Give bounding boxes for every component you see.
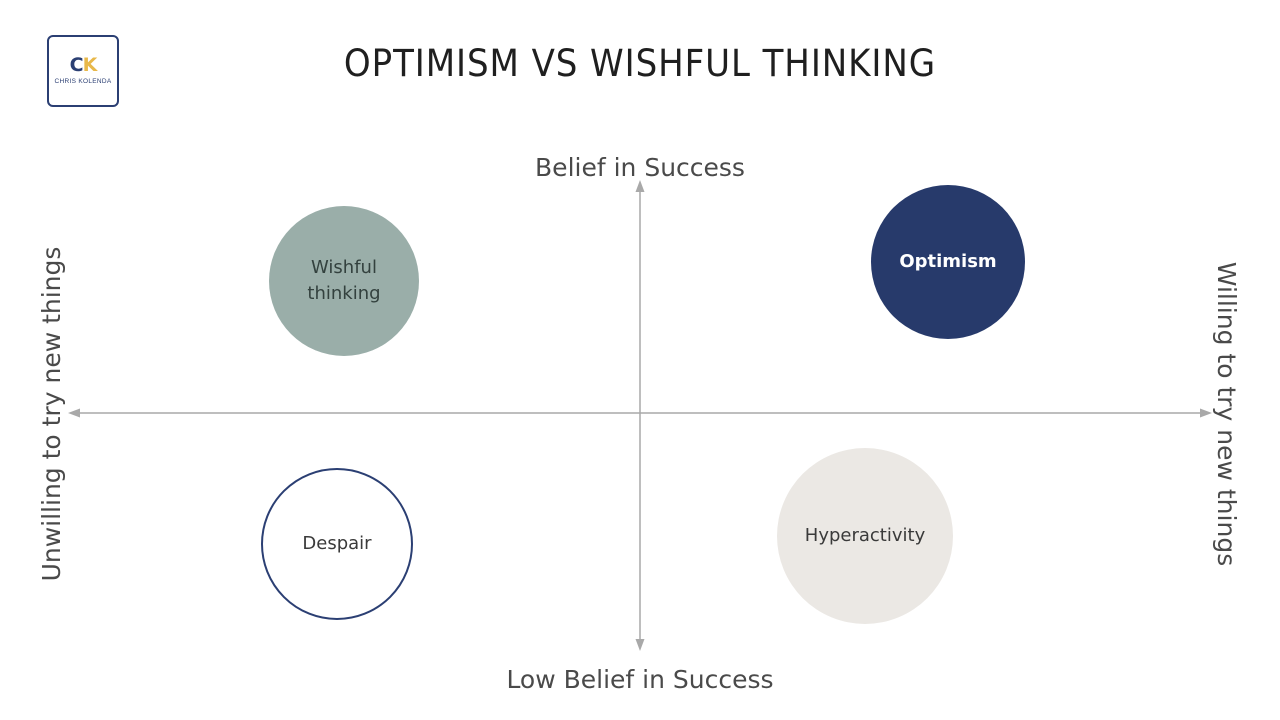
axis-label-right: Willing to try new things bbox=[1212, 261, 1241, 567]
right-arrowhead bbox=[1200, 408, 1212, 418]
brand-logo: CK CHRIS KOLENDA bbox=[47, 35, 119, 107]
logo-letter-k: K bbox=[82, 54, 98, 76]
optimism-label: Optimism bbox=[899, 251, 997, 272]
left-arrowhead bbox=[68, 408, 80, 418]
quadrant-despair: Despair bbox=[261, 468, 413, 620]
quadrant-wishful-thinking: Wishful thinking bbox=[269, 206, 419, 356]
axis-label-left: Unwilling to try new things bbox=[37, 246, 66, 582]
logo-letter-c: C bbox=[69, 54, 84, 76]
bottom-arrowhead bbox=[635, 639, 645, 651]
quadrant-optimism: Optimism bbox=[871, 185, 1025, 339]
quadrant-hyperactivity: Hyperactivity bbox=[777, 448, 953, 624]
axis-label-bottom: Low Belief in Success bbox=[506, 665, 774, 694]
logo-name: CHRIS KOLENDA bbox=[54, 78, 112, 85]
hyperactivity-label: Hyperactivity bbox=[804, 525, 926, 546]
top-arrowhead bbox=[635, 180, 645, 192]
slide-title: OPTIMISM VS WISHFUL THINKING bbox=[343, 42, 937, 85]
despair-label: Despair bbox=[302, 533, 372, 554]
axis-label-top: Belief in Success bbox=[535, 153, 745, 182]
logo-mark: CK bbox=[49, 55, 117, 75]
wishful-thinking-label: Wishful thinking bbox=[307, 257, 381, 304]
